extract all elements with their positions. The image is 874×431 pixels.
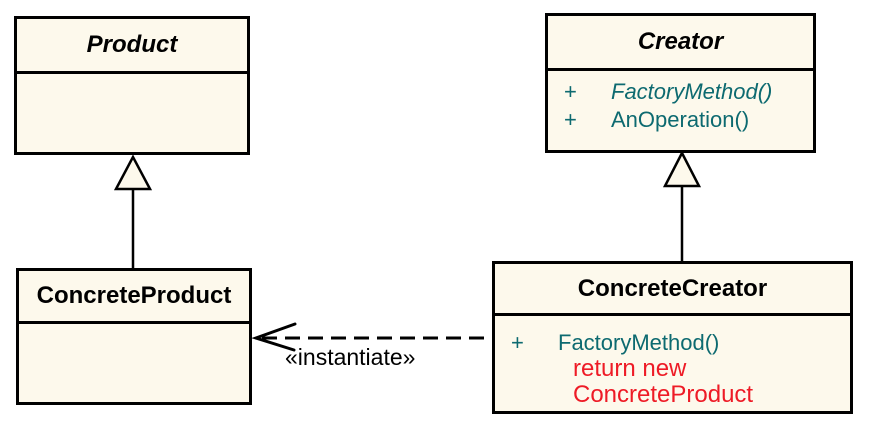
operation-factorymethod-abstract: + FactoryMethod(): [548, 78, 813, 106]
class-box-concrete-creator: ConcreteCreator + FactoryMethod() return…: [492, 261, 853, 414]
class-body-concrete-product: [19, 324, 249, 402]
operation-factorymethod: + FactoryMethod(): [495, 330, 850, 356]
visibility-marker: +: [564, 107, 577, 132]
class-name-concrete-creator: ConcreteCreator: [495, 264, 850, 316]
code-annotation-line: return new: [573, 355, 687, 382]
instantiate-label: «instantiate»: [285, 344, 416, 370]
class-body-product: [17, 74, 247, 152]
class-box-creator: Creator + FactoryMethod() + AnOperation(…: [545, 13, 816, 153]
class-body-creator: + FactoryMethod() + AnOperation(): [548, 71, 813, 150]
instantiate-dependency-arrow: [251, 322, 492, 352]
operation-name: FactoryMethod(): [611, 79, 773, 104]
generalization-arrow-creator: [662, 150, 702, 261]
visibility-marker: +: [564, 79, 577, 104]
generalization-arrow-product: [113, 154, 153, 268]
visibility-marker: +: [511, 330, 524, 355]
class-name-creator: Creator: [548, 16, 813, 71]
class-name-product: Product: [17, 19, 247, 74]
operation-name: AnOperation(): [611, 107, 750, 132]
class-body-concrete-creator: + FactoryMethod() return new ConcretePro…: [495, 316, 850, 411]
class-box-concrete-product: ConcreteProduct: [16, 268, 252, 405]
operation-name: FactoryMethod(): [558, 330, 720, 355]
class-name-concrete-product: ConcreteProduct: [19, 271, 249, 324]
class-box-product: Product: [14, 16, 250, 155]
code-annotation-line: ConcreteProduct: [573, 381, 754, 408]
operation-anoperation: + AnOperation(): [548, 106, 813, 134]
